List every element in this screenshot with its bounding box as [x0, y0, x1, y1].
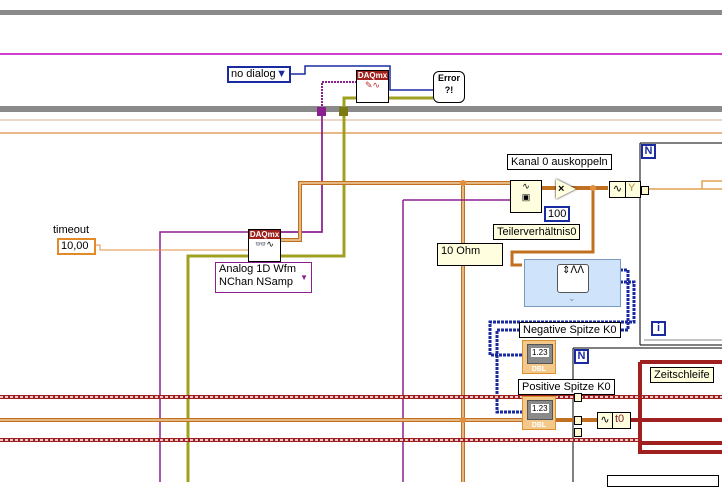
waveform-icon: ∿ [610, 182, 626, 197]
zeitschleife-label: Zeitschleife [650, 367, 714, 383]
positive-peak-label: Positive Spitze K0 [518, 379, 615, 395]
dropdown-arrow-icon: ▼ [276, 68, 287, 80]
t0-output: t0 [615, 413, 625, 425]
loop-tunnel [574, 428, 582, 437]
dialog-ring-value: no dialog [231, 68, 276, 80]
indicator-type: DBL [531, 422, 547, 429]
daqmx-clear-task-node[interactable]: DAQmx ✎∿ [356, 70, 389, 103]
negative-peak-label: Negative Spitze K0 [519, 322, 621, 338]
hundred-constant[interactable]: 100 [544, 206, 571, 222]
read-mode-line2: NChan NSamp [219, 276, 293, 288]
waveform-icon: ∿▣ [521, 181, 531, 202]
indicator-value: 1.23 [531, 348, 549, 357]
y-output: Y [628, 182, 636, 194]
daqmx-read-node[interactable]: DAQmx 👓∿ [248, 229, 281, 262]
loop-tunnel [574, 393, 582, 402]
multiply-icon: × [558, 183, 565, 195]
cut-off-label [607, 475, 719, 487]
peak-measure-icon: ⇕ᐱᐱ [557, 264, 589, 293]
simple-error-handler-node[interactable]: Error ?! [433, 71, 465, 103]
daqmx-banner: DAQmx [249, 230, 280, 239]
kanal-label: Kanal 0 auskoppeln [507, 154, 612, 170]
get-waveform-t0-node[interactable]: ∿ t0 [597, 412, 631, 429]
loop-count-terminal: N [641, 144, 656, 159]
eraser-icon: ✎∿ [364, 80, 381, 90]
loop-count-terminal: N [574, 349, 589, 364]
timeout-label: timeout [53, 224, 90, 236]
index-waveform-node[interactable]: ∿▣ [510, 180, 542, 213]
read-mode-selector[interactable]: Analog 1D Wfm NChan NSamp ▼ [215, 262, 312, 293]
glasses-icon: 👓∿ [255, 239, 274, 249]
get-waveform-y-node[interactable]: ∿ Y [609, 181, 641, 198]
daqmx-banner: DAQmx [357, 71, 388, 80]
dialog-type-ring[interactable]: no dialog▼ [227, 66, 291, 83]
timeout-constant[interactable]: 10,00 [57, 238, 96, 255]
multiply-node[interactable] [556, 179, 576, 199]
error-handler-text: Error ?! [437, 73, 460, 95]
expand-chevron-icon[interactable]: ⌄ [568, 293, 576, 303]
ohm-constant[interactable]: 10 Ohm [437, 243, 503, 266]
indicator-type: DBL [531, 366, 547, 373]
amplitude-levels-express-vi[interactable]: ⇕ᐱᐱ ⌄ [524, 259, 621, 307]
loop-iteration-terminal: i [651, 321, 666, 336]
read-mode-line1: Analog 1D Wfm [219, 263, 297, 275]
dropdown-arrow-icon: ▼ [300, 273, 308, 282]
loop-tunnel [641, 186, 649, 195]
loop-tunnel [574, 416, 582, 425]
indicator-value: 1.23 [531, 404, 549, 413]
waveform-icon: ∿ [598, 413, 613, 428]
teiler-label: Teilerverhältnis0 [493, 224, 581, 240]
